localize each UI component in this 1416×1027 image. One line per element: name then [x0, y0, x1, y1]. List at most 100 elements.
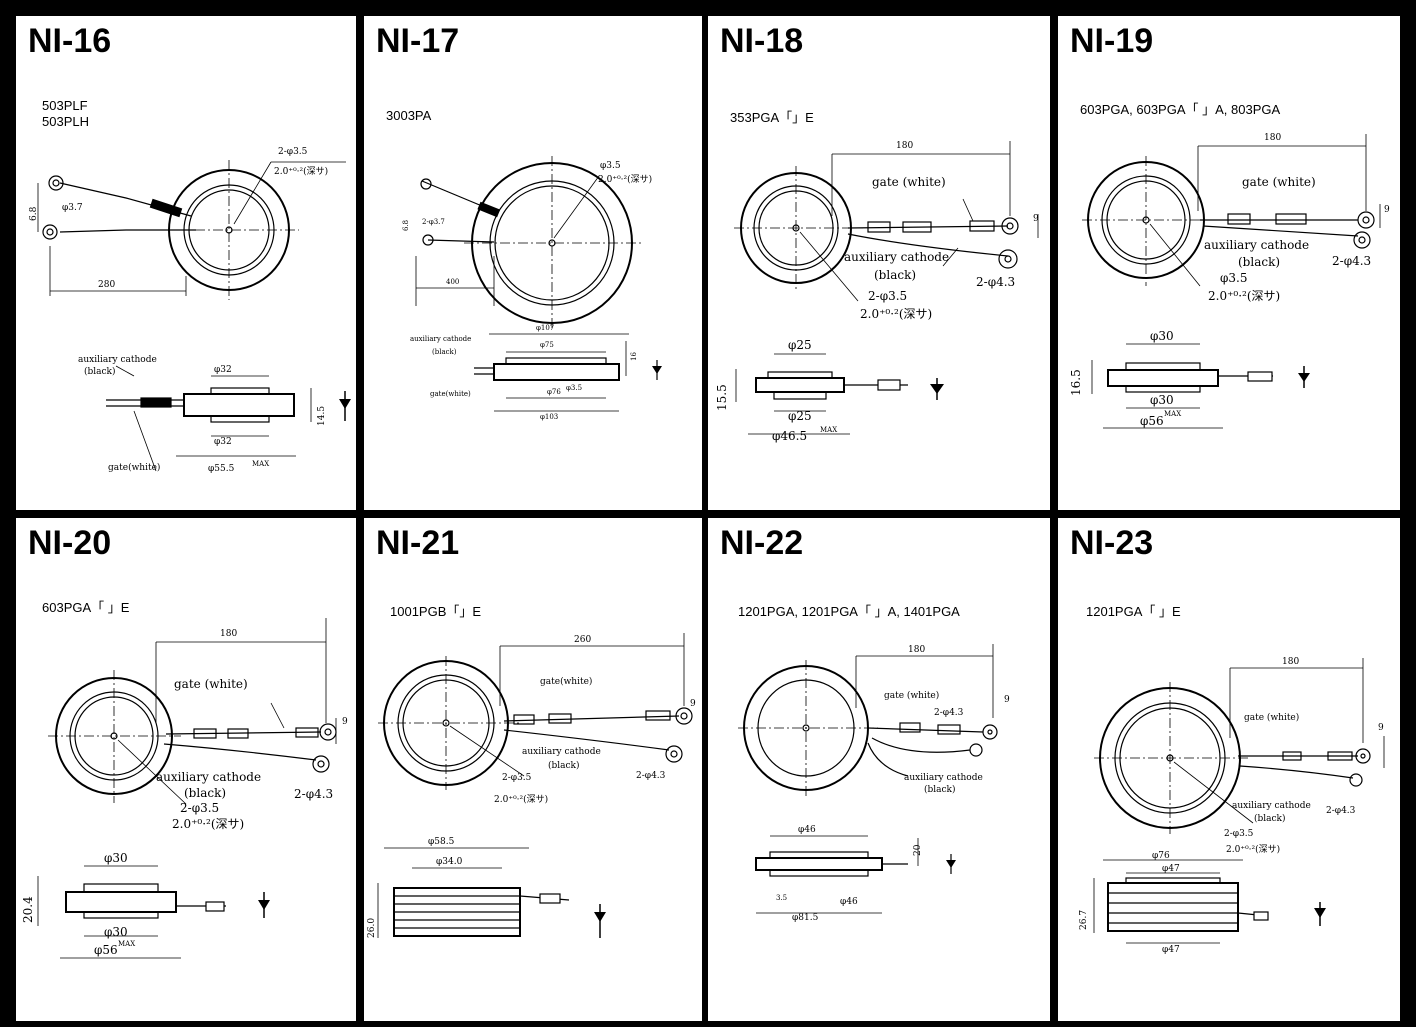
- model-name: 1201PGA「 」E: [1086, 604, 1181, 619]
- outline-drawing: 260 gate(white) 9 auxiliary cathode (bla…: [367, 633, 696, 938]
- outline-drawing: 180 gate (white) 9 auxiliary cathode (bl…: [715, 141, 1039, 443]
- gate-label: gate (white): [1244, 712, 1299, 723]
- diameter-bottom: φ30: [104, 925, 128, 939]
- hole-label: 2-φ4.3: [1332, 254, 1371, 268]
- model-name: 603PGA, 603PGA「 」A, 803PGA: [1080, 102, 1281, 117]
- diameter-max: φ56: [94, 943, 118, 957]
- height-side: 26.7: [1079, 910, 1089, 930]
- diameter-top: φ46: [798, 825, 816, 835]
- height-side: 16.5: [1069, 369, 1083, 396]
- diameter-mid: φ46: [840, 897, 858, 907]
- panel-id: NI-22: [720, 524, 804, 562]
- diameter-bottom: φ47: [1162, 945, 1180, 955]
- model-name: 3003PA: [386, 108, 432, 123]
- diameter-max: φ56: [1140, 414, 1164, 428]
- aux-color-label: (black): [1254, 813, 1286, 824]
- diameter-mid: φ34.0: [436, 857, 463, 867]
- pin-label: 2-φ3.5: [1224, 829, 1254, 839]
- aux-color-label: (black): [1238, 255, 1280, 269]
- diameter-top: φ30: [1150, 329, 1174, 343]
- height-side: 26.0: [367, 918, 377, 938]
- diameter-bottom: φ32: [214, 437, 232, 447]
- panel-ni-17: NI-17 3003PA: [364, 16, 702, 510]
- pin-label: φ3.5: [1220, 271, 1248, 285]
- gate-label: gate (white): [872, 175, 946, 189]
- gate-dim: 9: [1004, 695, 1010, 705]
- depth-label: 2.0⁺⁰·²(深サ): [494, 794, 548, 805]
- hole-label: 2-φ4.3: [976, 275, 1015, 289]
- aux-cathode-label: auxiliary cathode: [410, 335, 471, 343]
- pin-label: 2-φ3.5: [180, 801, 219, 815]
- height-side: 20.4: [21, 896, 35, 923]
- diameter-76: φ76: [547, 388, 561, 396]
- hole-label: 2-φ4.3: [636, 771, 666, 781]
- height-side: 16: [630, 352, 638, 361]
- panel-id: NI-18: [720, 22, 804, 60]
- diameter-top: φ25: [788, 338, 812, 352]
- outline-drawing: 2-φ3.5 2.0⁺⁰·²(深サ) φ3.7 6.8 280 auxiliar…: [29, 147, 351, 474]
- height-dim: 6.8: [402, 220, 410, 231]
- length-dim: 180: [220, 629, 237, 639]
- diameter-max: φ81.5: [792, 913, 819, 923]
- outline-drawing: 180 gate (white) 9 2-φ4.3 auxiliary cath…: [738, 644, 1010, 923]
- diameter-bottom: φ103: [540, 413, 558, 421]
- max-label: MAX: [118, 940, 135, 948]
- aux-cathode-label: auxiliary cathode: [78, 355, 157, 365]
- hole-label: 2-φ4.3: [1326, 806, 1356, 816]
- panel-id: NI-17: [376, 22, 460, 60]
- length-dim: 260: [574, 635, 591, 645]
- diameter-max: φ55.5: [208, 464, 235, 474]
- height-side: 14.5: [317, 406, 327, 426]
- length-dim: 280: [98, 280, 115, 290]
- pin-label: φ3.5: [600, 161, 621, 171]
- height-side: 15.5: [715, 384, 729, 411]
- gate-dim: 9: [342, 717, 348, 727]
- diameter-top: φ107: [536, 324, 554, 332]
- diameter-mid: φ75: [540, 341, 554, 349]
- gate-dim: 9: [1033, 214, 1039, 224]
- aux-cathode-label: auxiliary cathode: [1232, 801, 1311, 811]
- model-list: 1201PGA, 1201PGA「 」A, 1401PGA: [738, 604, 960, 620]
- model-name: 353PGA「」E: [730, 110, 814, 125]
- pin-label: 3.5: [776, 894, 787, 902]
- aux-cathode-label: auxiliary cathode: [904, 773, 983, 783]
- hole-label: φ3.7: [62, 203, 83, 213]
- gate-label: gate (white): [884, 690, 939, 701]
- model-list: 603PGA「 」E: [42, 600, 129, 616]
- panel-ni-18: NI-18 353PGA「」E: [708, 16, 1050, 510]
- aux-color-label: (black): [548, 760, 580, 771]
- gate-label: gate(white): [430, 390, 471, 398]
- depth-label: 2.0⁺⁰·²(深サ): [860, 307, 932, 321]
- max-label: MAX: [252, 460, 269, 468]
- gate-dim: 9: [1378, 723, 1384, 733]
- gate-label: gate (white): [174, 677, 248, 691]
- outline-drawing: φ3.5 2.0⁺⁰·²(深サ) 2-φ3.7 6.8 400 φ107 φ75…: [402, 156, 662, 421]
- panel-ni-21: NI-21 1001PGB「」E: [364, 518, 702, 1021]
- outline-drawing: 180 gate (white) 9 auxiliary cathode (bl…: [1069, 133, 1390, 429]
- aux-cathode-label: auxiliary cathode: [156, 770, 261, 784]
- panel-id: NI-19: [1070, 22, 1154, 60]
- model-list: 1001PGB「」E: [390, 604, 481, 620]
- aux-cathode-label: auxiliary cathode: [1204, 238, 1309, 252]
- panel-ni-22: NI-22 1201PGA, 1201PGA「 」A, 1401PGA: [708, 518, 1050, 1021]
- max-label: MAX: [820, 426, 837, 434]
- panel-id: NI-20: [28, 524, 112, 562]
- model-name: 503PLF: [42, 98, 88, 113]
- aux-cathode-label: auxiliary cathode: [844, 250, 949, 264]
- depth-label: 2.0⁺⁰·²(深サ): [1208, 289, 1280, 303]
- model-list: 603PGA, 603PGA「 」A, 803PGA: [1080, 102, 1280, 118]
- model-name: 1001PGB「」E: [390, 604, 482, 619]
- diameter-max: φ46.5: [772, 429, 807, 443]
- model-name: 1201PGA, 1201PGA「 」A, 1401PGA: [738, 604, 960, 619]
- depth-label: 2.0⁺⁰·²(深サ): [598, 174, 652, 185]
- diameter-top: φ30: [104, 851, 128, 865]
- pin-label: 2-φ3.5: [502, 773, 532, 783]
- length-dim: 180: [1264, 133, 1281, 143]
- max-label: MAX: [1164, 410, 1181, 418]
- aux-color-label: (black): [84, 366, 116, 377]
- model-list: 503PLF 503PLH: [42, 98, 89, 130]
- pin-label: 2-φ3.5: [278, 147, 308, 157]
- panel-id: NI-23: [1070, 524, 1154, 562]
- model-name: 603PGA「 」E: [42, 600, 130, 615]
- height-side: 20: [913, 844, 923, 856]
